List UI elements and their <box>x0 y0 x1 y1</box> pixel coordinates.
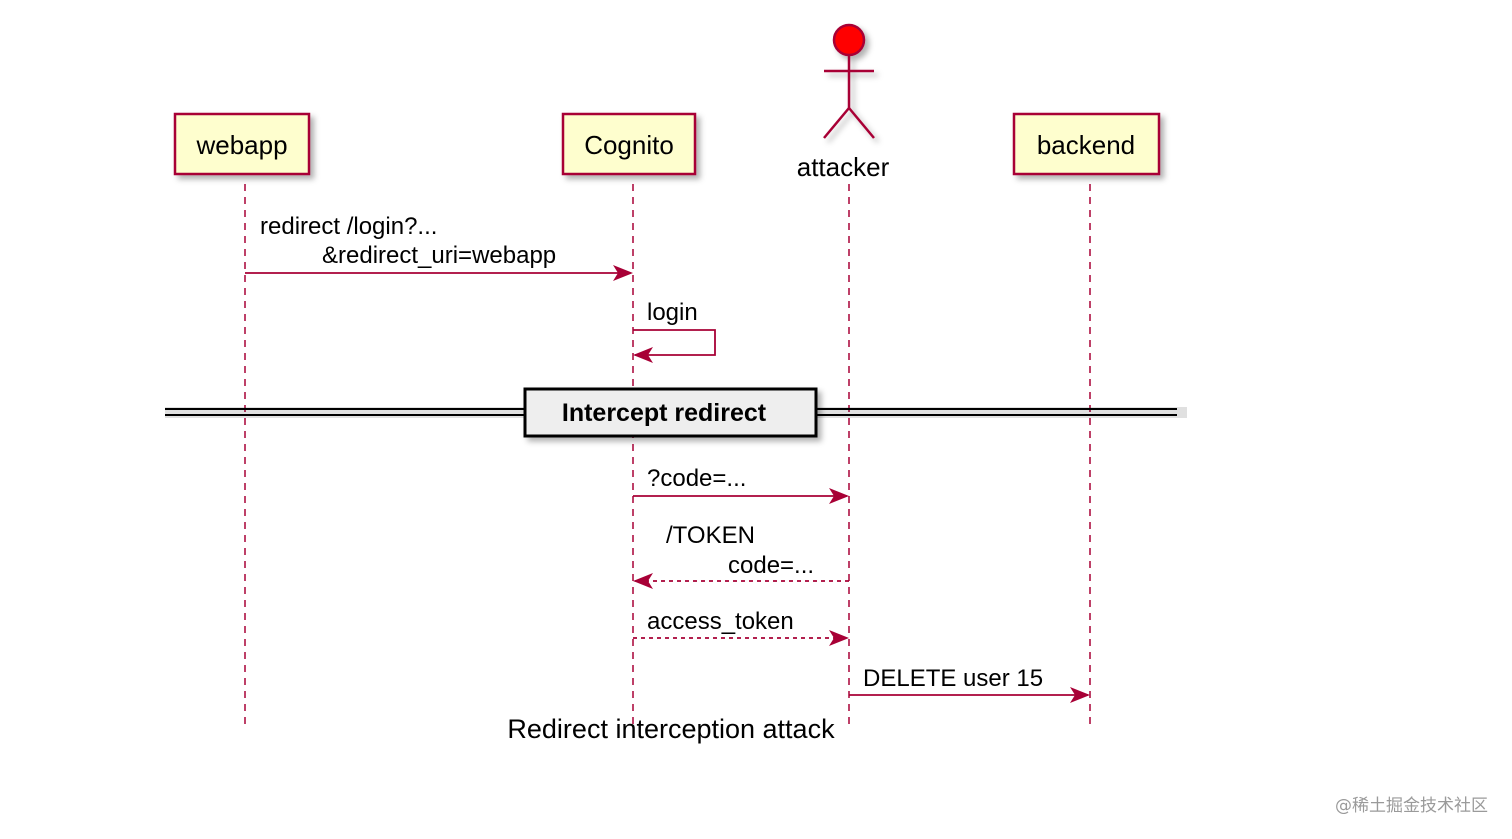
participant-label-cognito: Cognito <box>584 130 674 160</box>
participant-label-backend: backend <box>1037 130 1135 160</box>
participant-cognito: Cognito <box>561 112 697 176</box>
message-label-delete-user: DELETE user 15 <box>863 665 1043 692</box>
message-access-token: access_token <box>633 608 849 646</box>
message-redirect: redirect /login?... &redirect_uri=webapp <box>245 213 633 281</box>
message-login: login <box>633 299 716 363</box>
actor-figure-icon <box>823 23 875 139</box>
diagram-caption: Redirect interception attack <box>507 714 835 744</box>
message-token: /TOKEN code=... <box>633 522 849 589</box>
participant-backend: backend <box>1012 112 1161 176</box>
message-label-access-token: access_token <box>647 608 794 635</box>
watermark: @稀土掘金技术社区 <box>1335 796 1488 816</box>
message-arrow-login <box>633 329 716 363</box>
message-delete-user: DELETE user 15 <box>849 665 1090 703</box>
message-label-redirect-line2: &redirect_uri=webapp <box>322 242 556 269</box>
participant-label-webapp: webapp <box>195 130 287 160</box>
message-label-token-line1: /TOKEN <box>666 522 755 549</box>
message-label-login: login <box>647 299 698 326</box>
message-code: ?code=... <box>633 465 849 504</box>
divider-box <box>523 387 818 438</box>
message-label-code: ?code=... <box>647 465 746 492</box>
participant-webapp: webapp <box>173 112 311 176</box>
participant-label-attacker: attacker <box>797 152 890 182</box>
divider-label: Intercept redirect <box>562 399 767 427</box>
actor-head <box>832 23 866 57</box>
message-label-token-line2: code=... <box>728 552 814 579</box>
divider-intercept-redirect: Intercept redirect <box>165 387 1187 438</box>
actor-attacker: attacker <box>797 23 890 182</box>
message-label-redirect-line1: redirect /login?... <box>260 213 437 240</box>
